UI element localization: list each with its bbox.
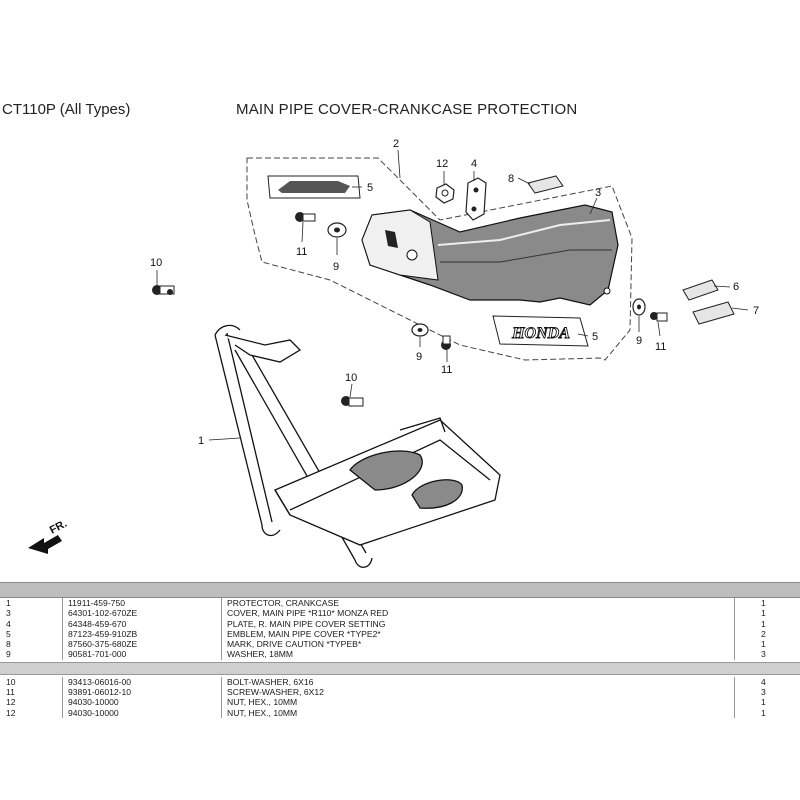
callout-1: 1 <box>198 435 204 447</box>
ref-number: 12 <box>0 697 63 708</box>
part-description: PLATE, R. MAIN PIPE COVER SETTING <box>222 618 735 629</box>
bolt-a <box>152 285 175 295</box>
screw-b <box>441 335 451 350</box>
callout-11-right: 11 <box>655 341 666 353</box>
washer-c <box>632 298 646 316</box>
quantity: 2 <box>761 628 766 639</box>
label-six <box>682 279 719 301</box>
washer-b <box>411 323 429 337</box>
part-description: NUT, HEX., 10MM <box>222 697 735 708</box>
callout-5-lower: 5 <box>592 331 598 343</box>
part-number: 93413-06016-00 <box>63 676 222 688</box>
ref-number: 9 <box>0 649 63 660</box>
callout-3: 3 <box>595 187 601 199</box>
part-description: COVER, MAIN PIPE *R110* MONZA RED <box>222 608 735 619</box>
quantity: 3 <box>761 649 766 660</box>
part-number: 90581-701-000 <box>63 649 222 660</box>
quantity: 1 <box>761 608 766 619</box>
part-number: 64301-102-670ZE <box>63 608 222 619</box>
callout-9-lower: 9 <box>416 351 422 363</box>
ref-number: 5 <box>0 628 63 640</box>
label-seven <box>692 301 735 325</box>
callout-12: 12 <box>436 158 448 170</box>
part-number: 94030-10000 <box>63 707 222 718</box>
ref-number: 4 <box>0 618 63 629</box>
front-direction-arrow: FR. <box>28 518 69 554</box>
quantity: 1 <box>761 618 766 629</box>
part-description: NUT, HEX., 10MM <box>222 707 735 718</box>
callout-6: 6 <box>733 281 739 293</box>
leader-lines <box>156 149 749 441</box>
front-direction-label: FR. <box>48 518 69 537</box>
hex-nut <box>435 183 455 204</box>
ref-number: 3 <box>0 608 63 619</box>
emblem-small <box>267 175 361 199</box>
callout-10-left: 10 <box>150 257 162 269</box>
setting-plate <box>465 177 487 221</box>
callout-5-upper: 5 <box>367 182 373 194</box>
screw-c <box>650 312 668 322</box>
drive-caution-mark <box>527 175 564 194</box>
bolt-b <box>341 396 364 407</box>
quantity: 1 <box>761 639 766 650</box>
part-description: BOLT-WASHER, 6X16 <box>222 676 735 688</box>
callout-8: 8 <box>508 173 514 185</box>
callout-11-lower: 11 <box>441 364 452 376</box>
part-number: 87123-459-910ZB <box>63 628 222 640</box>
callout-9-right: 9 <box>636 335 642 347</box>
model-heading: CT110P (All Types) <box>2 101 131 118</box>
part-description: SCREW-WASHER, 6X12 <box>222 687 735 698</box>
washer-a <box>327 222 347 238</box>
callout-10-lower: 10 <box>345 372 357 384</box>
quantity: 1 <box>761 598 766 608</box>
parts-group-divider <box>0 661 800 675</box>
page-title: MAIN PIPE COVER-CRANKCASE PROTECTION <box>236 101 578 118</box>
part-number: 11911-459-750 <box>63 598 222 609</box>
callout-9-upper: 9 <box>333 261 339 273</box>
callout-7: 7 <box>753 305 759 317</box>
callout-11-upper: 11 <box>296 246 307 258</box>
part-number: 64348-459-670 <box>63 618 222 629</box>
ref-number: 10 <box>0 676 63 688</box>
part-description: MARK, DRIVE CAUTION *TYPEB* <box>222 639 735 650</box>
part-number: 93891-06012-10 <box>63 687 222 698</box>
main-pipe-cover <box>361 204 619 306</box>
quantity: 1 <box>761 707 766 718</box>
ref-number: 8 <box>0 639 63 650</box>
screw-a <box>295 212 316 222</box>
quantity: 1 <box>761 697 766 708</box>
ref-number: 1 <box>0 598 63 609</box>
crankcase-protector <box>214 324 501 568</box>
exploded-diagram: HONDA <box>28 138 759 568</box>
honda-emblem: HONDA <box>492 315 589 347</box>
part-description: EMBLEM, MAIN PIPE COVER *TYPE2* <box>222 628 735 640</box>
parts-list-header-bar <box>0 582 800 598</box>
callout-4: 4 <box>471 158 477 170</box>
part-number: 87560-375-680ZE <box>63 639 222 650</box>
quantity: 3 <box>761 687 766 698</box>
callout-2: 2 <box>393 138 399 150</box>
part-description: PROTECTOR, CRANKCASE <box>222 598 735 609</box>
quantity: 4 <box>761 676 766 687</box>
part-number: 94030-10000 <box>63 697 222 708</box>
honda-emblem-text: HONDA <box>511 325 570 342</box>
ref-number: 12 <box>0 707 63 718</box>
assembly-outline <box>246 157 633 361</box>
part-description: WASHER, 18MM <box>222 649 735 660</box>
ref-number: 11 <box>0 687 63 698</box>
